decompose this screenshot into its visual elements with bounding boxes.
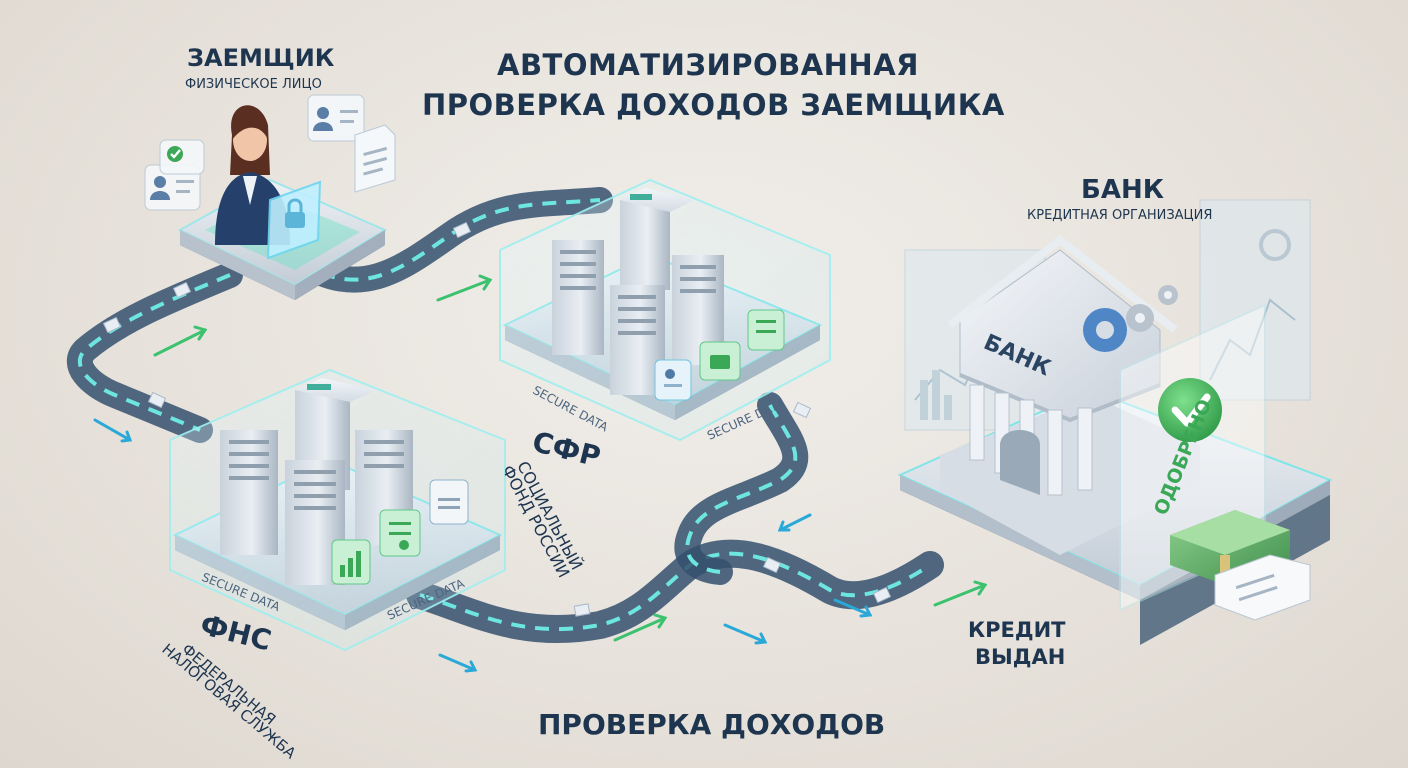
credit-issued-line2: ВЫДАН [975, 645, 1066, 669]
briefcase-icon [699, 341, 741, 381]
sfr-profile-icon [654, 359, 692, 401]
page-title-line2: ПРОВЕРКА ДОХОДОВ ЗАЕМЩИКА [422, 88, 1005, 122]
credit-issued-line1: КРЕДИТ [968, 618, 1066, 642]
fns-document-icon [379, 509, 421, 557]
approved-check-icon [1158, 378, 1222, 442]
bank-title: БАНК [1081, 175, 1164, 205]
bank-subtitle: КРЕДИТНАЯ ОРГАНИЗАЦИЯ [1027, 208, 1213, 223]
money-icon [1170, 510, 1311, 621]
fns-chart-icon [331, 539, 371, 585]
sfr-servers [552, 188, 724, 395]
footer-caption: ПРОВЕРКА ДОХОДОВ [538, 708, 886, 741]
borrower-subtitle: ФИЗИЧЕСКОЕ ЛИЦО [185, 77, 322, 92]
gear-icon [1083, 229, 1291, 352]
sfr-hub [499, 178, 831, 442]
fns-servers [220, 378, 413, 585]
flow-arrows [93, 274, 988, 673]
borrower-station [144, 94, 396, 300]
bank-icon [940, 234, 1200, 555]
borrower-title: ЗАЕМЩИК [187, 44, 335, 72]
bank-station [897, 199, 1333, 645]
floating-document-icon [354, 124, 396, 193]
data-path [66, 187, 944, 644]
page-title-line1: АВТОМАТИЗИРОВАННАЯ [497, 48, 919, 82]
fns-pdf-icon [429, 479, 469, 525]
data-packets [102, 221, 892, 617]
fns-hub [169, 368, 506, 652]
floating-profile-card-icon [307, 94, 365, 142]
tablet-icon [266, 180, 322, 260]
sfr-document-icon [747, 309, 785, 351]
floating-check-card-icon [159, 139, 205, 175]
